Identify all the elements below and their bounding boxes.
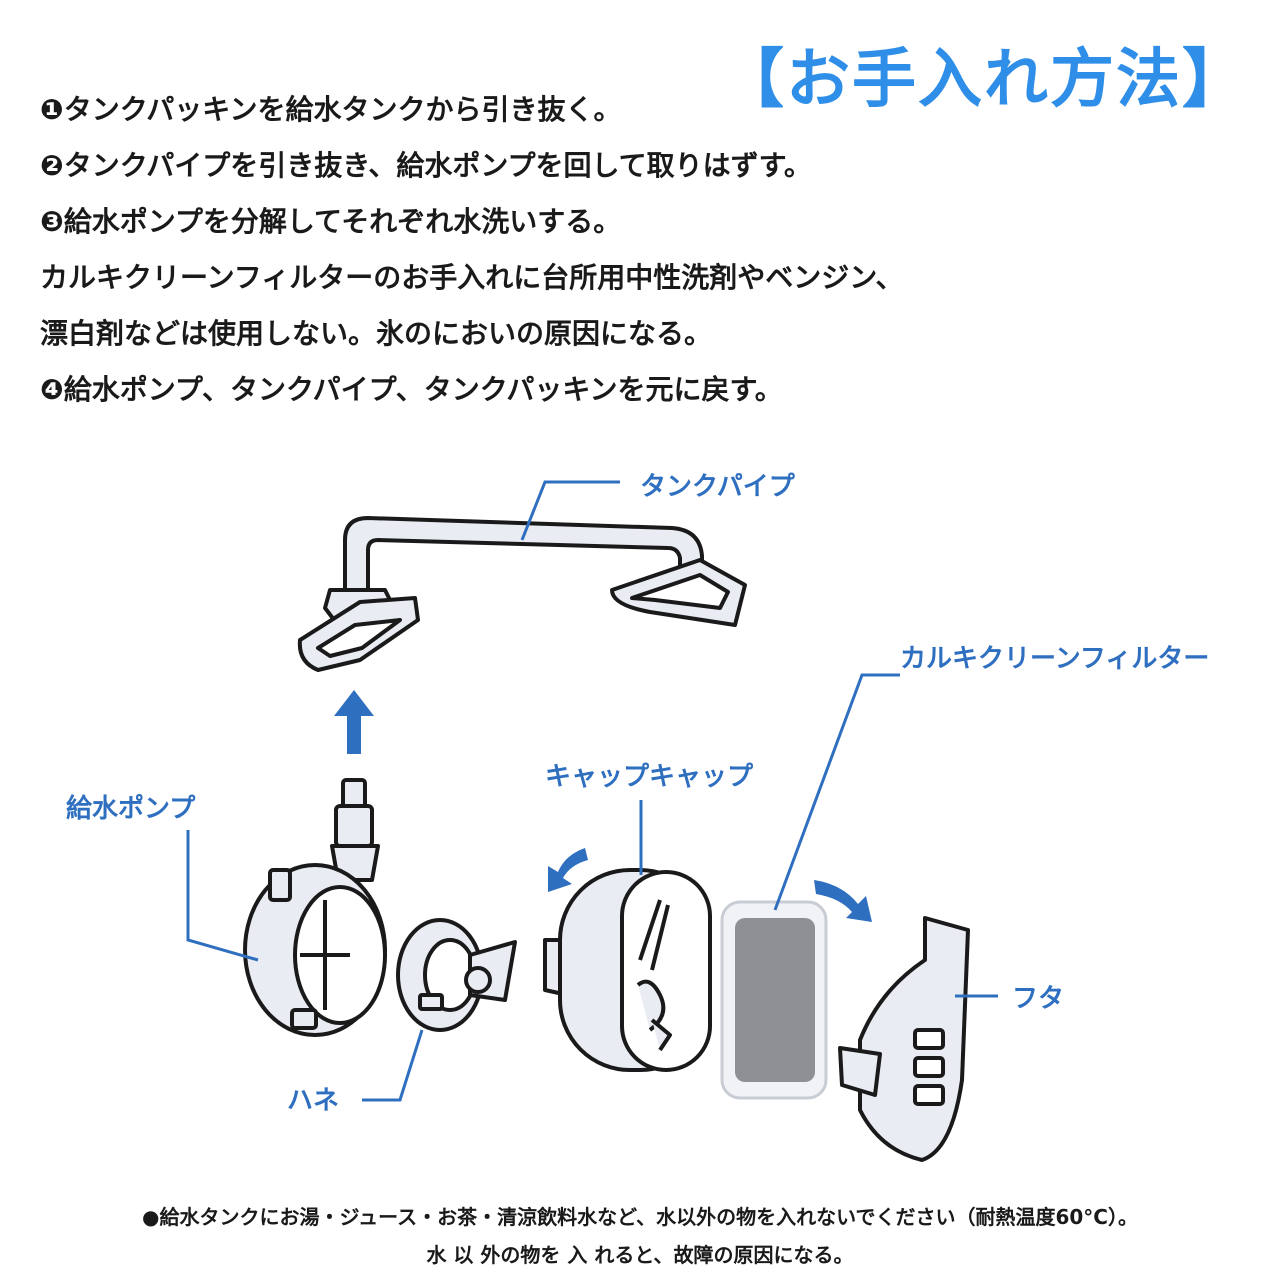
up-arrow-icon (334, 690, 374, 754)
caution-note-1: ●給水タンクにお湯・ジュース・お茶・清涼飲料水など、水以外の物を入れないでくださ… (142, 1205, 1138, 1229)
page-title: 【お手入れ方法】 (720, 43, 1248, 117)
instruction-steps: ❶タンクパッキンを給水タンクから引き抜く。 ❷タンクパイプを引き抜き、給水ポンプ… (40, 82, 1140, 418)
caution-notes: ●給水タンクにお湯・ジュース・お茶・清涼飲料水など、水以外の物を入れないでくださ… (0, 1198, 1280, 1274)
label-impeller: ハネ (287, 1086, 340, 1116)
step-3-caution-1: カルキクリーンフィルターのお手入れに台所用中性洗剤やベンジン、 (40, 261, 904, 294)
caution-note-2: 水 以 外の物を 入 れると、故障の原因になる。 (426, 1243, 854, 1267)
step-4: ❹給水ポンプ、タンクパイプ、タンクパッキンを元に戻す。 (40, 373, 783, 406)
rotate-right-arrow-icon (814, 880, 872, 922)
leader-filter (773, 673, 900, 911)
label-filter: カルキクリーンフィルター (900, 644, 1210, 674)
label-lid: フタ (1012, 984, 1065, 1014)
rotate-left-arrow-icon (548, 848, 588, 892)
step-3: ❸給水ポンプを分解してそれぞれ水洗いする。 (40, 205, 622, 238)
filter-illustration (720, 900, 828, 1100)
leader-impeller (362, 1029, 424, 1102)
step-1: ❶タンクパッキンを給水タンクから引き抜く。 (40, 93, 622, 126)
leader-lines (186, 480, 998, 1102)
lid-illustration (838, 916, 970, 1162)
cap-illustration (543, 868, 712, 1072)
tank-pipe-illustration (297, 516, 747, 672)
step-3-caution-2: 漂白剤などは使用しない。氷のにおいの原因になる。 (40, 317, 713, 350)
impeller-illustration (396, 918, 517, 1032)
pump-illustration (243, 778, 387, 1037)
leader-tank-pipe (520, 480, 620, 541)
leader-pump (186, 830, 259, 962)
label-pump: 給水ポンプ (66, 794, 196, 824)
label-cap: キャップキャップ (545, 762, 754, 792)
step-2: ❷タンクパイプを引き抜き、給水ポンプを回して取りはずす。 (40, 149, 812, 182)
label-tank-pipe: タンクパイプ (640, 472, 795, 502)
